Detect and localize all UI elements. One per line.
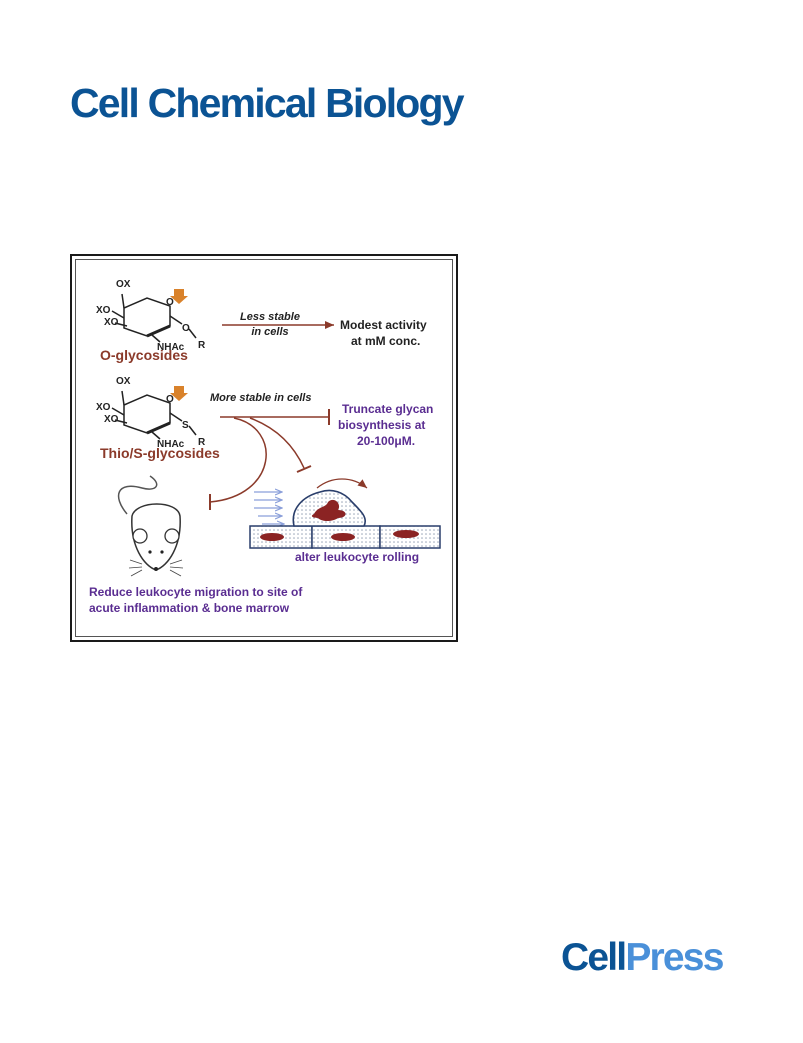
- cellpress-logo: CellPress: [561, 936, 724, 980]
- s-link-label: S: [182, 420, 189, 431]
- o-ox-label: OX: [116, 279, 131, 290]
- reduce-migration-text-1: Reduce leukocyte migration to site of: [89, 585, 303, 599]
- leukocyte: [292, 489, 367, 527]
- o-xo-label-2: XO: [104, 317, 119, 328]
- graphical-abstract: OX XO XO O NHAc O R O-glycosides Less st…: [70, 254, 458, 642]
- mouse-icon: [117, 475, 184, 577]
- s-xo-label-2: XO: [104, 414, 119, 425]
- more-stable-text: More stable in cells: [210, 392, 311, 404]
- truncate-text-1: Truncate glycan: [342, 402, 433, 416]
- s-ox-label: OX: [116, 376, 131, 387]
- flow-arrows: [254, 492, 284, 524]
- o-nhac-label: NHAc: [157, 342, 185, 353]
- endothelium: [249, 525, 441, 549]
- s-xo-label-1: XO: [96, 402, 111, 413]
- cleavage-arrow-icon: [170, 289, 188, 304]
- o-link-label: O: [182, 323, 190, 334]
- cleavage-arrow-icon: [170, 386, 188, 401]
- s-r-label: R: [198, 437, 206, 448]
- less-stable-pathway: Less stable in cells Modest activity at …: [222, 311, 427, 348]
- logo-part-press: Press: [625, 936, 724, 979]
- s-nhac-label: NHAc: [157, 439, 185, 450]
- less-stable-text-2: in cells: [251, 326, 288, 338]
- truncate-text-3: 20-100μM.: [357, 434, 415, 448]
- o-xo-label-1: XO: [96, 305, 111, 316]
- s-glycoside-structure: OX XO XO O NHAc S R Thio/S-glycosides: [96, 376, 220, 461]
- journal-title: Cell Chemical Biology: [70, 80, 465, 126]
- less-stable-text-1: Less stable: [240, 311, 300, 323]
- abstract-figure: OX XO XO O NHAc O R O-glycosides Less st…: [89, 279, 441, 615]
- modest-activity-text-1: Modest activity: [340, 318, 427, 332]
- rolling-arrow: [316, 478, 368, 489]
- alter-rolling-text: alter leukocyte rolling: [295, 550, 419, 564]
- o-r-label: R: [198, 340, 206, 351]
- abstract-inner-border: [75, 259, 453, 637]
- inhibition-bar-icon: [296, 465, 312, 473]
- more-stable-pathway: More stable in cells Truncate glycan bio…: [209, 392, 433, 510]
- s-glycosides-label: Thio/S-glycosides: [100, 445, 220, 461]
- logo-part-cell: Cell: [561, 936, 627, 979]
- truncate-text-2: biosynthesis at: [338, 418, 425, 432]
- o-ring-o-label: O: [166, 297, 174, 308]
- o-glycoside-structure: OX XO XO O NHAc O R O-glycosides: [96, 279, 206, 363]
- s-ring-o-label: O: [166, 394, 174, 405]
- modest-activity-text-2: at mM conc.: [351, 334, 420, 348]
- o-glycosides-label: O-glycosides: [100, 347, 188, 363]
- reduce-migration-text-2: acute inflammation & bone marrow: [89, 601, 290, 615]
